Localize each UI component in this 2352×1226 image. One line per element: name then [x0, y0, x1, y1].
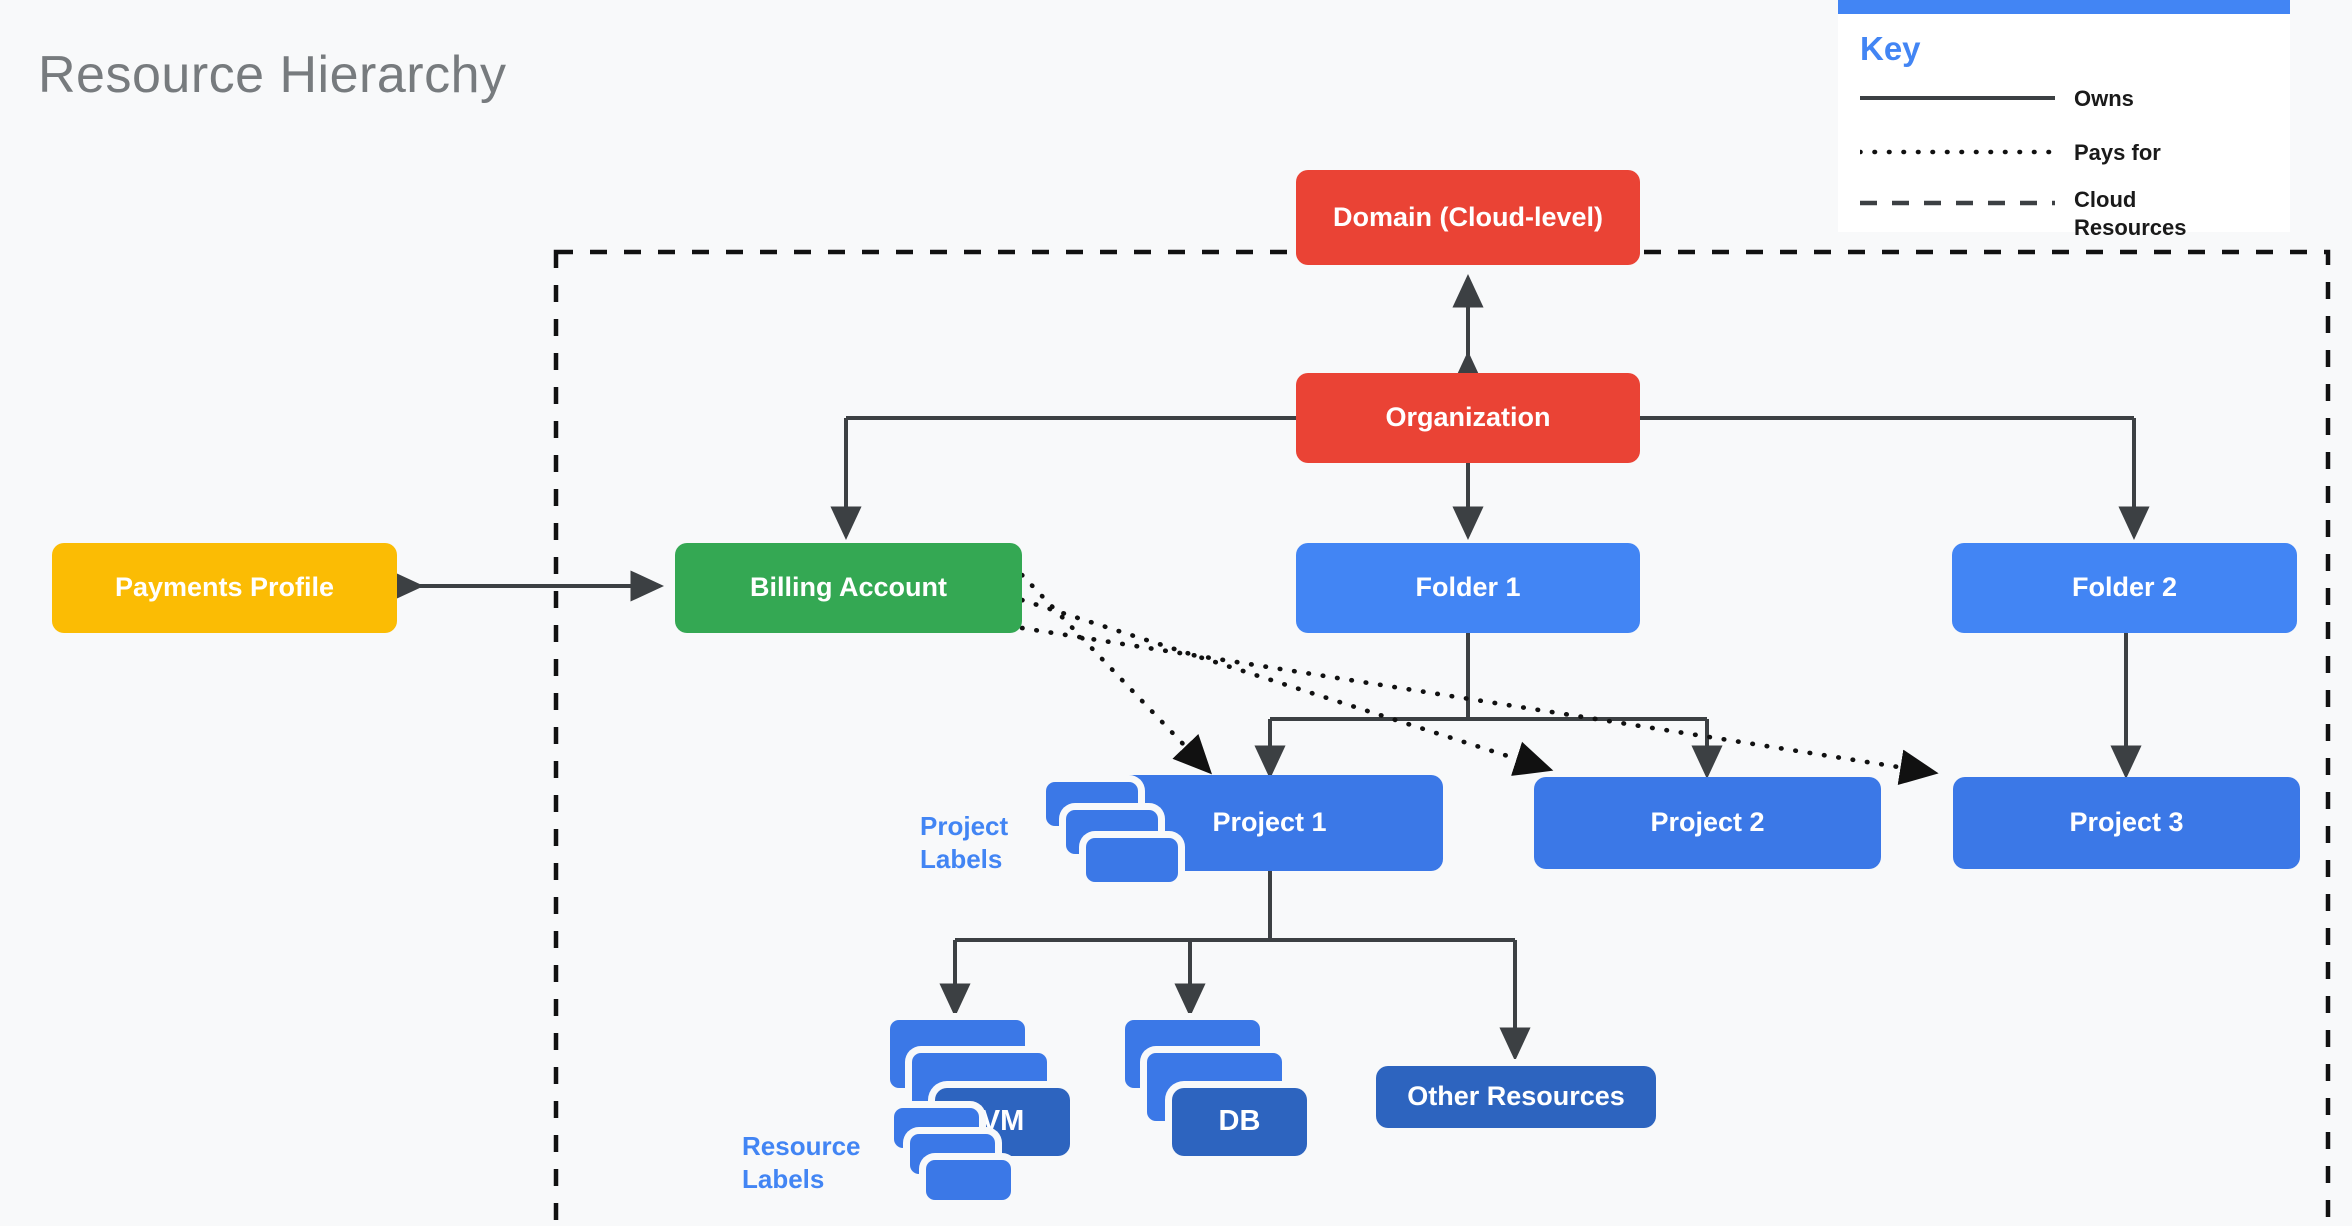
node-folder-1[interactable]: Folder 1: [1296, 543, 1640, 633]
legend-heading: Key: [1860, 30, 1921, 67]
node-folder-2[interactable]: Folder 2: [1952, 543, 2297, 633]
project-label-card-3: [1086, 838, 1178, 882]
legend-panel: Key Owns Pays for Cloud Resources: [1838, 0, 2290, 240]
resource-labels-line-1: Resource: [742, 1131, 861, 1161]
node-payments-profile[interactable]: Payments Profile: [52, 543, 397, 633]
resource-labels-stack: [894, 1108, 1044, 1226]
project-labels-line-2: Labels: [920, 843, 1003, 874]
project-labels-line-1: Project: [920, 811, 1009, 841]
legend-line-samples: [1860, 96, 2058, 206]
db-stack[interactable]: [1125, 1020, 1345, 1150]
legend-label-cloud-resources: Cloud Resources: [2074, 187, 2187, 240]
resource-label-card-3: [926, 1160, 1011, 1200]
legend-accent-bar: [1838, 0, 2290, 14]
project-labels-stack: [1046, 782, 1178, 892]
resource-labels-text: Resource Labels: [742, 1130, 912, 1195]
legend-label-pays-for: Pays for: [2074, 140, 2161, 165]
resource-labels-line-2: Labels: [742, 1163, 825, 1194]
node-other-resources[interactable]: Other Resources: [1376, 1066, 1656, 1128]
project-labels-text: Project Labels: [920, 810, 1070, 875]
edge-folder1-projects: [1254, 632, 1723, 779]
page-title: Resource Hierarchy: [38, 46, 507, 104]
node-project-3[interactable]: Project 3: [1953, 777, 2300, 869]
legend-label-owns: Owns: [2074, 86, 2134, 111]
node-domain[interactable]: Domain (Cloud-level): [1296, 170, 1640, 265]
node-organization[interactable]: Organization: [1296, 373, 1640, 463]
node-project-2[interactable]: Project 2: [1534, 777, 1881, 869]
node-billing-account[interactable]: Billing Account: [675, 543, 1022, 633]
node-db[interactable]: DB: [1172, 1088, 1307, 1156]
